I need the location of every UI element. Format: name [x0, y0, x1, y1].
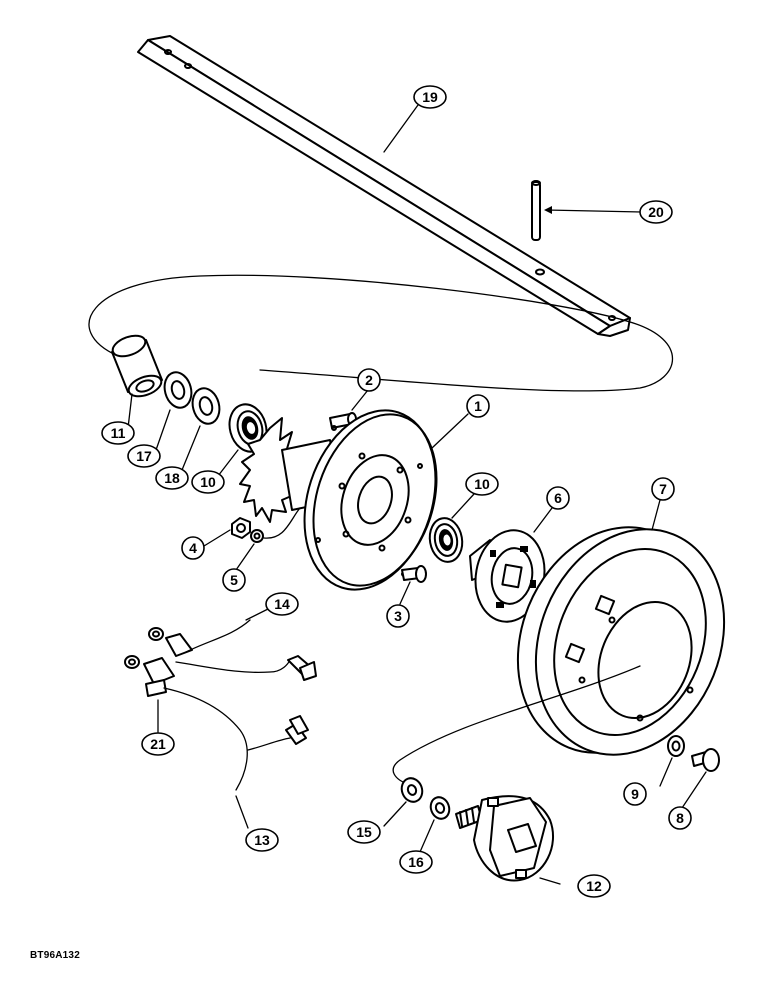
callout-14: 14 — [265, 592, 299, 616]
svg-text:3: 3 — [394, 608, 402, 624]
callout-1: 1 — [466, 394, 490, 418]
leader-wheel-to-sensor — [392, 665, 641, 785]
wheel-housing — [516, 526, 726, 756]
hex-nut — [231, 517, 251, 539]
callout-8: 8 — [668, 806, 692, 830]
callout-4: 4 — [181, 536, 205, 560]
svg-text:5: 5 — [230, 572, 238, 588]
callout-18: 18 — [155, 466, 189, 490]
washer-17 — [163, 371, 193, 409]
svg-text:1: 1 — [474, 398, 482, 414]
callout-16: 16 — [399, 850, 433, 874]
assembly-loop-line — [88, 274, 673, 392]
cap-screw — [691, 748, 720, 772]
callout-9: 9 — [623, 782, 647, 806]
svg-text:13: 13 — [254, 832, 270, 848]
flange-hub — [303, 409, 438, 591]
flat-washer — [667, 735, 685, 757]
svg-text:7: 7 — [659, 481, 667, 497]
svg-text:17: 17 — [136, 448, 152, 464]
svg-text:11: 11 — [111, 425, 126, 441]
connector-upper — [287, 655, 317, 681]
wire-harness-upper — [175, 619, 291, 674]
callout-12: 12 — [577, 874, 611, 898]
callout-10-right: 10 — [465, 472, 499, 496]
svg-text:21: 21 — [150, 736, 166, 752]
svg-text:18: 18 — [164, 470, 180, 486]
callout-2: 2 — [357, 368, 381, 392]
svg-text:12: 12 — [586, 878, 602, 894]
callout-19: 19 — [413, 85, 447, 109]
callout-10-left: 10 — [191, 470, 225, 494]
bushing — [111, 334, 163, 398]
speed-sensor — [455, 795, 555, 882]
svg-text:19: 19 — [422, 89, 438, 105]
svg-text:10: 10 — [200, 474, 216, 490]
washer-18 — [191, 387, 221, 425]
callout-17: 17 — [127, 444, 161, 468]
svg-text:20: 20 — [648, 204, 664, 220]
connector-lower — [285, 715, 309, 745]
callout-7: 7 — [651, 477, 675, 501]
washer-15 — [400, 777, 424, 803]
callout-21: 21 — [141, 732, 175, 756]
roll-pin — [531, 180, 541, 241]
hex-shaft — [137, 35, 631, 337]
leader-hardware-to-hub — [263, 507, 301, 539]
figure-code: BT96A132 — [30, 950, 80, 961]
svg-text:6: 6 — [554, 490, 562, 506]
callout-13: 13 — [245, 828, 279, 852]
callout-20: 20 — [639, 200, 673, 224]
svg-text:9: 9 — [631, 786, 639, 802]
callout-6: 6 — [546, 486, 570, 510]
bearing-right — [428, 517, 464, 563]
washer-16 — [429, 796, 451, 820]
harness-clips — [124, 627, 193, 697]
callout-3: 3 — [386, 604, 410, 628]
svg-text:8: 8 — [676, 810, 684, 826]
callout-5: 5 — [222, 568, 246, 592]
lock-washer — [250, 529, 264, 543]
leader-lines — [127, 104, 707, 885]
svg-text:2: 2 — [365, 372, 373, 388]
svg-text:4: 4 — [189, 540, 197, 556]
svg-text:10: 10 — [474, 476, 490, 492]
callout-15: 15 — [347, 820, 381, 844]
callout-11: 11 — [101, 421, 135, 445]
hex-bolt — [401, 565, 427, 583]
svg-text:16: 16 — [408, 854, 424, 870]
svg-text:15: 15 — [356, 824, 372, 840]
magnet-hub — [469, 529, 546, 623]
wire-harness-lower — [163, 687, 291, 791]
svg-text:14: 14 — [274, 596, 290, 612]
